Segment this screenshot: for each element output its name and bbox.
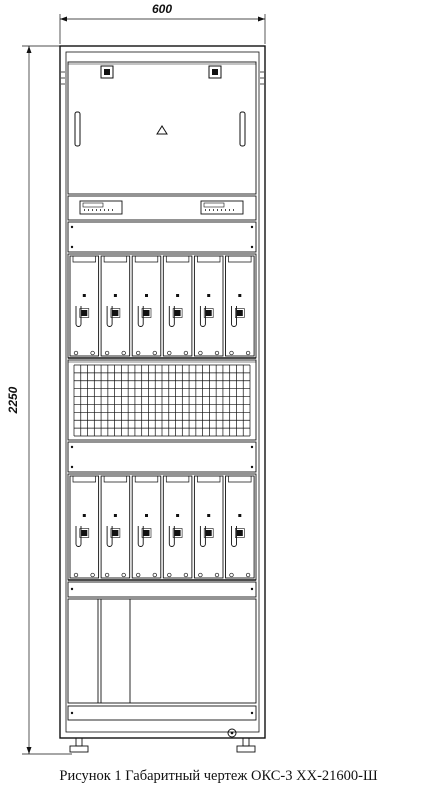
display-unit-left xyxy=(79,200,123,215)
base-plinth xyxy=(67,705,257,721)
side-vent-left xyxy=(61,71,65,85)
width-label: 600 xyxy=(152,2,172,16)
power-module xyxy=(225,475,255,579)
foot-right xyxy=(236,737,256,753)
power-module xyxy=(131,255,162,357)
module-bay-2 xyxy=(67,473,257,581)
power-module xyxy=(162,475,193,579)
ventilation-grille xyxy=(67,359,257,441)
display-unit-right xyxy=(200,200,244,215)
power-module xyxy=(162,255,193,357)
power-module xyxy=(131,475,162,579)
power-module xyxy=(69,475,100,579)
side-vent-right xyxy=(260,71,264,85)
foot-left xyxy=(69,737,89,753)
warning-triangle-icon xyxy=(156,125,168,135)
cabinet-frame xyxy=(59,45,266,739)
power-module xyxy=(193,475,224,579)
display-panel xyxy=(67,195,257,221)
blank-panel-3 xyxy=(67,581,257,598)
cabinet-drawing: 600 2250 xyxy=(6,2,266,755)
bottom-compartment xyxy=(67,598,257,704)
power-module xyxy=(193,255,224,357)
blank-panel-1 xyxy=(67,221,257,253)
figure-caption: Рисунок 1 Габаритный чертеж ОКС-3 XX-216… xyxy=(59,768,378,784)
top-panel xyxy=(61,61,264,195)
height-dimension: 2250 xyxy=(6,45,72,755)
latch-left xyxy=(100,65,114,79)
power-module xyxy=(69,255,100,357)
latch-right xyxy=(208,65,222,79)
ground-symbol-icon xyxy=(227,728,237,738)
handle-right xyxy=(239,111,246,147)
power-module xyxy=(225,255,255,357)
blank-panel-2 xyxy=(67,441,257,473)
power-module xyxy=(100,475,131,579)
module-bay-1 xyxy=(67,253,257,359)
power-module xyxy=(100,255,131,357)
width-dimension: 600 xyxy=(59,2,266,44)
handle-left xyxy=(74,111,81,147)
height-label: 2250 xyxy=(6,386,20,414)
